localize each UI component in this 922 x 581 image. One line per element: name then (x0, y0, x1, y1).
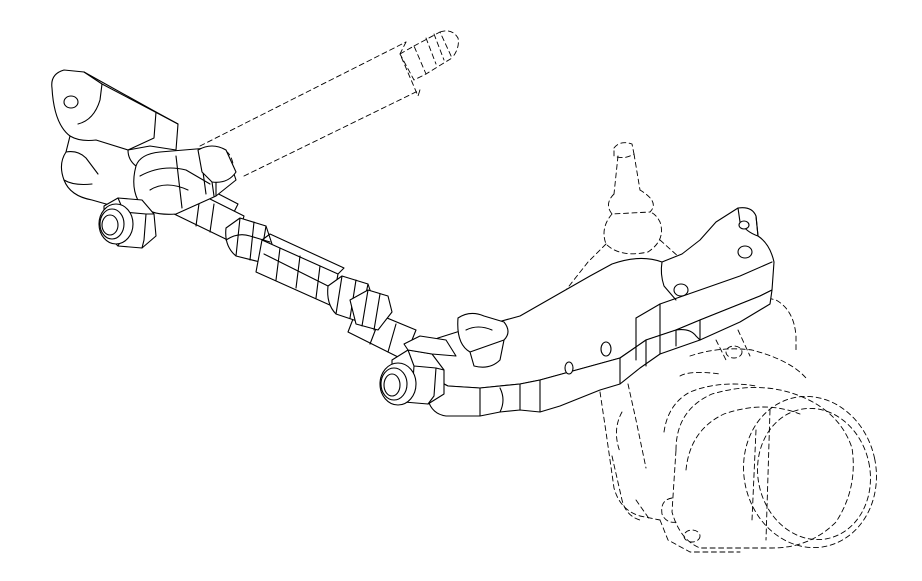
bracket-hole-center (673, 283, 689, 297)
right-lock-nut (379, 335, 457, 406)
jam-nut-right (327, 275, 393, 331)
bracket-hole-side-2 (564, 361, 574, 375)
phantom-steering-shaft (199, 30, 459, 179)
left-mounting-bracket (51, 69, 237, 215)
phantom-ball-joint (565, 142, 681, 291)
phantom-knuckle-and-hub (565, 289, 877, 553)
bracket-hole-side-1 (600, 341, 612, 357)
bracket-hole-top (738, 220, 750, 230)
left-bracket-hole (63, 95, 79, 109)
bracket-hole-mid (737, 245, 753, 259)
left-lock-nut (98, 197, 157, 249)
right-mounting-bracket (427, 207, 775, 417)
